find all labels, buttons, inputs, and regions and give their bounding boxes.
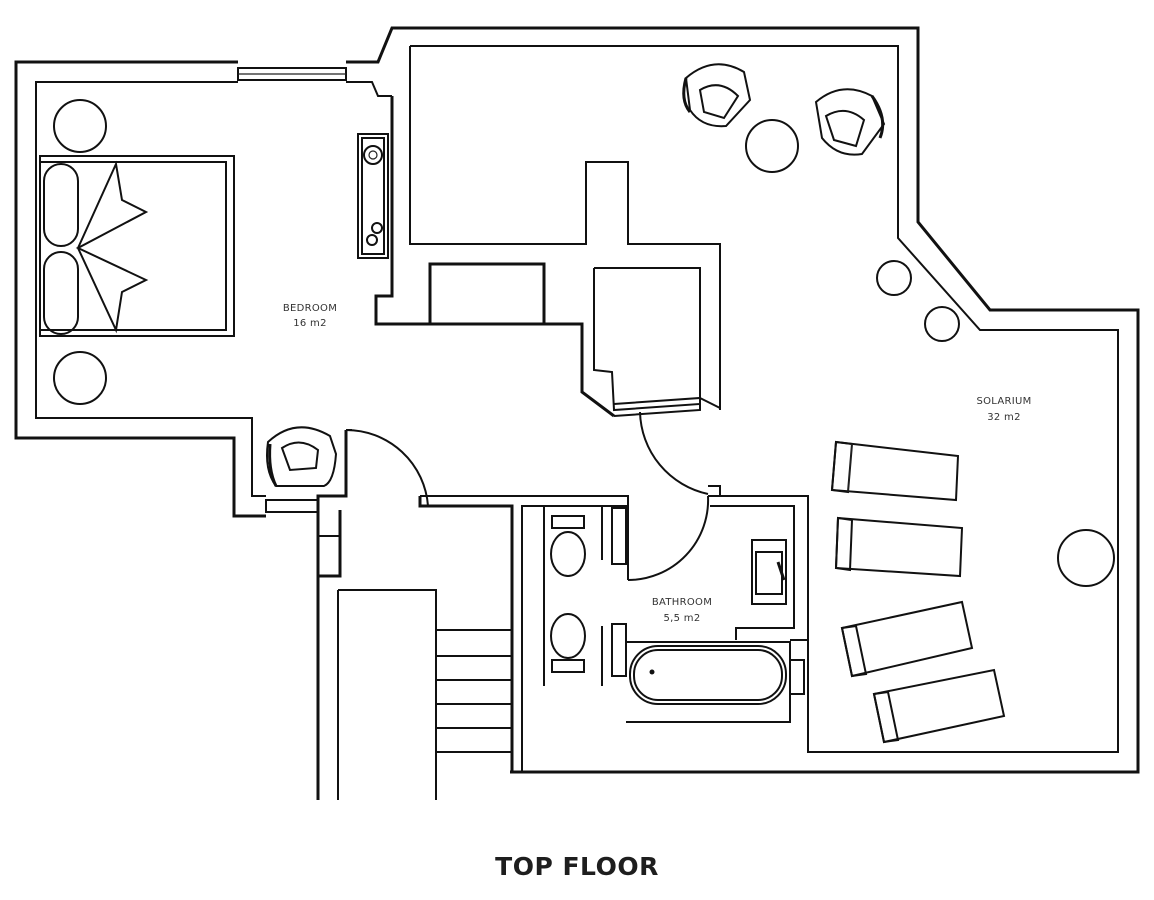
room-label-bedroom-area: 16 m2 xyxy=(293,318,327,329)
room-label-bedroom-name: BEDROOM xyxy=(283,303,337,314)
room-labels: BEDROOM 16 m2 SOLARIUM 32 m2 BATHROOM 5,… xyxy=(283,303,1031,624)
staircase xyxy=(436,629,512,753)
bedroom-furniture xyxy=(39,99,389,487)
room-label-bathroom-area: 5,5 m2 xyxy=(664,613,701,624)
solarium-furniture xyxy=(682,63,1115,744)
floor-title: TOP FLOOR xyxy=(495,852,659,881)
outer-walls xyxy=(14,26,1140,774)
room-label-solarium-name: SOLARIUM xyxy=(976,396,1031,407)
bathroom-fixtures xyxy=(550,515,787,705)
interior-walls xyxy=(265,46,809,800)
room-label-solarium-area: 32 m2 xyxy=(987,412,1021,423)
room-label-bathroom-name: BATHROOM xyxy=(652,597,712,608)
door-swings xyxy=(345,411,710,582)
